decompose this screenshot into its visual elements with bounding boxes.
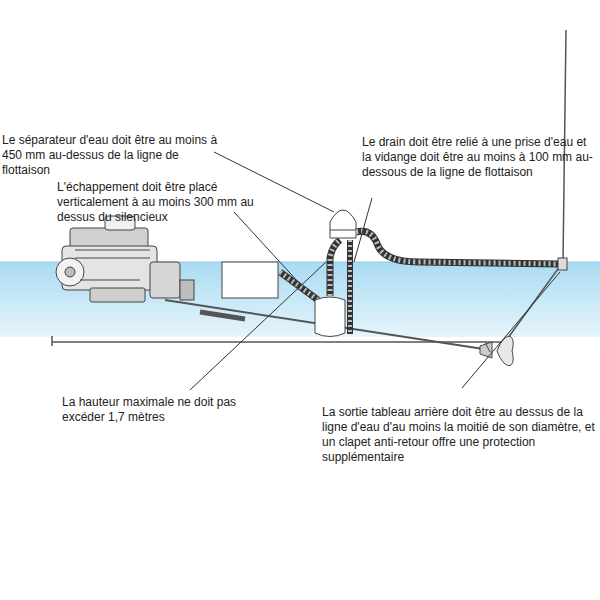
hull-end xyxy=(51,336,53,346)
hose-ribs xyxy=(280,272,318,300)
annotation-note: Le séparateur d'eau doit être au moins à… xyxy=(2,133,220,178)
annotation-note: Le drain doit être relié à une prise d'e… xyxy=(362,135,598,180)
shaft-coupling xyxy=(200,312,245,319)
outlet-ribs xyxy=(356,231,560,264)
muffler-box xyxy=(222,262,278,298)
exhaust-hose xyxy=(280,272,318,300)
leader-lines xyxy=(190,152,560,390)
drain-hose xyxy=(347,240,353,334)
transom-outlet xyxy=(558,258,567,270)
separator-seam xyxy=(330,230,356,231)
hull-outline xyxy=(52,30,566,342)
annotation-note: L'échappement doit être placé verticalem… xyxy=(57,180,292,225)
annotation-note: La hauteur maximale ne doit pas excéder … xyxy=(62,395,252,425)
propeller xyxy=(497,336,513,365)
engine xyxy=(56,216,194,302)
riser-ribs xyxy=(330,240,340,296)
water-separator xyxy=(330,210,356,238)
stern-bearing xyxy=(480,342,492,358)
waterlock-pot xyxy=(315,297,345,337)
shaft-strut xyxy=(485,342,490,352)
drain-ribs xyxy=(348,240,352,334)
annotation-note: La sortie tableau arrière doit être au d… xyxy=(322,405,598,465)
riser-hose xyxy=(330,240,340,296)
outlet-hose xyxy=(356,231,560,264)
